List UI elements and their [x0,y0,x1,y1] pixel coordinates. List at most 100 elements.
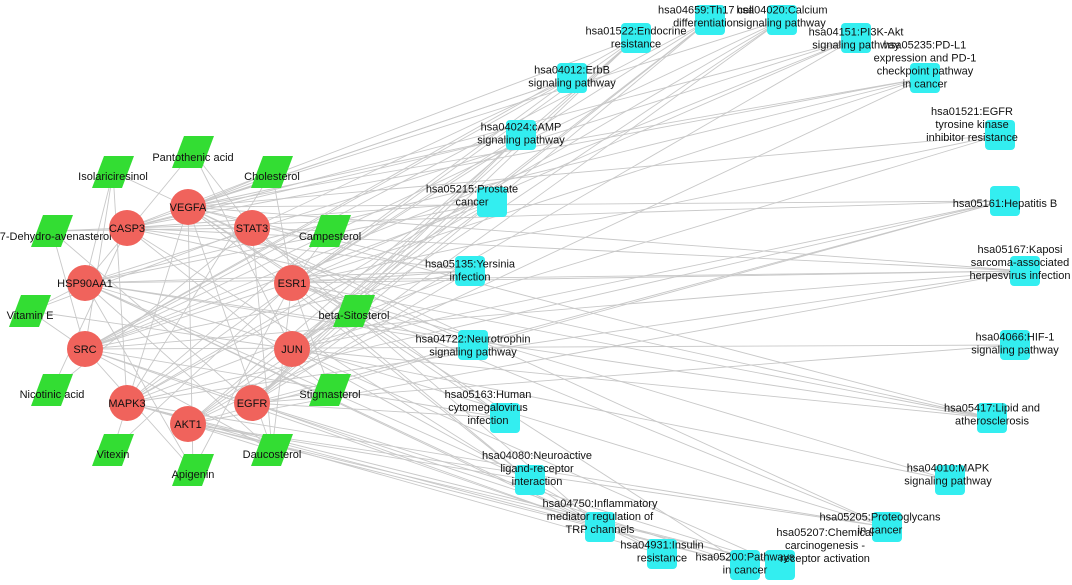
edge-EGFR-p04066 [251,344,1016,404]
pathway-node-p04024[interactable] [506,120,536,150]
pathway-node-p04080[interactable] [515,465,545,495]
edge-ESR1-p04151 [291,37,857,284]
target-node-EGFR[interactable] [234,385,270,421]
edge-JUN-p04020 [291,19,783,350]
pathway-node-p04722[interactable] [458,330,488,360]
compound-node-isolariciresinol[interactable] [92,156,134,188]
edge-MAPK3-p01522 [126,37,637,404]
pathway-node-p05207[interactable] [765,550,795,580]
target-node-VEGFA[interactable] [170,189,206,225]
compound-node-pantothenic[interactable] [172,136,214,168]
edge-HSP90AA1-p05235 [84,77,926,284]
compound-node-vitexin[interactable] [92,434,134,466]
compound-label-cholesterol: Cholesterol [244,171,300,183]
edge-VEGFA-p05161 [187,200,1006,208]
compound-label-sitosterol: beta-Sitosterol [319,310,390,322]
target-node-AKT1[interactable] [170,406,206,442]
pathway-node-p05161[interactable] [990,186,1020,216]
compound-node-daucosterol[interactable] [251,434,293,466]
edge-HSP90AA1-p05167 [84,270,1026,284]
target-label-EGFR: EGFR [237,398,268,410]
pathway-node-p04659[interactable] [695,5,725,35]
edge-nicotinic-CASP3 [51,227,128,391]
compound-node-nicotinic[interactable] [31,374,73,406]
edge-vitexin-ESR1 [112,282,293,451]
edge-MAPK3-p05205 [126,402,888,528]
pathway-node-p05417[interactable] [977,403,1007,433]
edge-EGFR-p05161 [251,200,1006,404]
compound-node-apigenin[interactable] [172,454,214,486]
edge-EGFR-p05135 [251,270,471,404]
compound-node-vitamine[interactable] [9,295,51,327]
pathway-node-p05205[interactable] [872,512,902,542]
edge-JUN-p04010 [291,348,951,481]
compound-node-sitosterol[interactable] [333,295,375,327]
edge-ESR1-p04080 [291,282,531,481]
pathway-node-p05215[interactable] [477,187,507,217]
pathway-node-p04750[interactable] [585,512,615,542]
compound-label-daucosterol: Daucosterol [243,449,302,461]
edge-EGFR-p05163 [251,402,506,419]
pathway-node-p04066[interactable] [1000,330,1030,360]
compound-node-stigmasterol[interactable] [309,374,351,406]
pathway-node-p01521[interactable] [985,120,1015,150]
compound-label-dehydro: Δ7-Dehydro-avenasterol [0,231,112,243]
pathway-node-p05235[interactable] [910,63,940,93]
pathway-node-p04151[interactable] [841,23,871,53]
target-node-SRC[interactable] [67,331,103,367]
edge-SRC-p01522 [84,37,637,350]
target-node-CASP3[interactable] [109,210,145,246]
pathway-node-p05135[interactable] [455,256,485,286]
edge-AKT1-p01522 [187,37,637,425]
pathway-node-p05163[interactable] [490,403,520,433]
pathway-node-p05167[interactable] [1010,256,1040,286]
pathway-node-p04020[interactable] [767,5,797,35]
edge-VEGFA-p05235 [187,77,926,208]
pathway-node-p01522[interactable] [621,23,651,53]
compound-label-stigmasterol: Stigmasterol [299,389,360,401]
edge-ESR1-p05417 [291,282,993,419]
target-label-STAT3: STAT3 [236,223,269,235]
edge-AKT1-p05235 [187,77,926,425]
edge-ESR1-p05135 [291,270,471,284]
compound-node-cholesterol[interactable] [251,156,293,188]
compound-label-campesterol: Campesterol [299,231,361,243]
edge-JUN-p05207 [291,348,781,566]
pathway-node-p04931[interactable] [647,539,677,569]
pathway-node-p05200[interactable] [730,550,760,580]
target-node-JUN[interactable] [274,331,310,367]
edge-ESR1-p04024 [291,134,522,284]
edge-MAPK3-p05207 [126,402,781,566]
edge-AKT1-p04080 [187,423,531,481]
target-label-JUN: JUN [281,344,302,356]
edge-JUN-p01521 [291,134,1001,350]
edge-HSP90AA1-p04931 [84,282,663,555]
compound-node-campesterol[interactable] [309,215,351,247]
edge-SRC-p04020 [84,19,783,350]
compound-label-pantothenic: Pantothenic acid [152,152,233,164]
target-node-STAT3[interactable] [234,210,270,246]
target-node-ESR1[interactable] [274,265,310,301]
target-label-MAPK3: MAPK3 [108,398,145,410]
target-label-HSP90AA1: HSP90AA1 [57,278,113,290]
edge-CASP3-p05135 [126,227,471,272]
compound-node-dehydro[interactable] [31,215,73,247]
edge-apigenin-HSP90AA1 [84,282,194,471]
pathway-node-p04010[interactable] [935,465,965,495]
edge-JUN-p05215 [291,201,493,350]
target-node-HSP90AA1[interactable] [67,265,103,301]
target-node-MAPK3[interactable] [109,385,145,421]
pathway-node-p04012[interactable] [557,63,587,93]
edge-JUN-p05417 [291,348,993,419]
edge-EGFR-p01522 [251,37,637,404]
